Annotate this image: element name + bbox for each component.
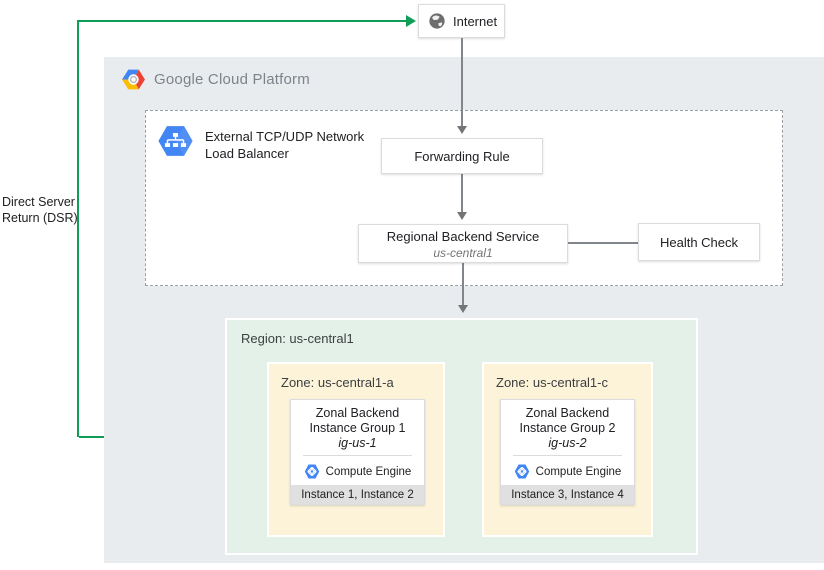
dsr-path-top-line bbox=[79, 20, 408, 22]
dsr-label: Direct Server Return (DSR) bbox=[2, 194, 78, 226]
gcp-logo: Google Cloud Platform bbox=[121, 68, 310, 91]
dsr-arrowhead-icon bbox=[406, 15, 416, 27]
dsr-label-line2: Return (DSR) bbox=[2, 211, 78, 225]
compute-engine-label-2: Compute Engine bbox=[535, 465, 622, 478]
instance-group-1-name: ig-us-1 bbox=[338, 436, 377, 450]
internet-node: Internet bbox=[418, 4, 505, 38]
globe-icon bbox=[428, 12, 446, 30]
zone-c-label: Zone: us-central1-c bbox=[496, 375, 608, 390]
load-balancer-title-line1: External TCP/UDP Network bbox=[205, 129, 365, 144]
load-balancer-title: External TCP/UDP Network Load Balancer bbox=[205, 125, 364, 162]
health-check-label: Health Check bbox=[659, 234, 739, 250]
load-balancer-title-line2: Load Balancer bbox=[205, 146, 289, 161]
health-check-node: Health Check bbox=[638, 223, 760, 261]
gcp-hexagon-logo-icon bbox=[121, 68, 146, 91]
zone-a-label: Zone: us-central1-a bbox=[281, 375, 394, 390]
instance-group-1-title: Zonal Backend Instance Group 1 bbox=[291, 406, 424, 436]
compute-engine-row-1: Compute Engine bbox=[291, 464, 424, 479]
divider bbox=[513, 455, 622, 456]
backend-service-region-label: us-central1 bbox=[433, 245, 493, 260]
instance-group-2-title-line1: Zonal Backend bbox=[525, 406, 610, 420]
instance-group-1-instances: Instance 1, Instance 2 bbox=[291, 485, 424, 504]
compute-engine-icon bbox=[514, 464, 530, 479]
arrowhead-forwarding-icon bbox=[457, 126, 467, 134]
compute-engine-row-2: Compute Engine bbox=[501, 464, 634, 479]
instance-group-2-name: ig-us-2 bbox=[548, 436, 587, 450]
divider bbox=[303, 455, 412, 456]
forwarding-rule-label: Forwarding Rule bbox=[414, 148, 510, 164]
instance-group-2-title-line2: Instance Group 2 bbox=[519, 421, 616, 435]
dsr-path-vertical-line bbox=[77, 20, 79, 437]
dsr-label-line1: Direct Server bbox=[2, 195, 75, 209]
arrowhead-region-icon bbox=[458, 305, 468, 313]
arrow-backend-to-region bbox=[462, 263, 464, 305]
health-check-connector-line bbox=[568, 242, 638, 244]
arrow-internet-to-forwarding bbox=[461, 38, 463, 126]
instance-group-2-instances: Instance 3, Instance 4 bbox=[501, 485, 634, 504]
compute-engine-label-1: Compute Engine bbox=[325, 465, 412, 478]
backend-service-label: Regional Backend Service bbox=[386, 228, 540, 244]
instance-group-2-title: Zonal Backend Instance Group 2 bbox=[501, 406, 634, 436]
instance-group-2-card: Zonal Backend Instance Group 2 ig-us-2 C… bbox=[500, 399, 635, 505]
region-label: Region: us-central1 bbox=[241, 331, 354, 346]
instance-group-1-title-line2: Instance Group 1 bbox=[309, 421, 406, 435]
load-balancer-hexagon-icon bbox=[157, 125, 194, 157]
instance-group-1-title-line1: Zonal Backend bbox=[315, 406, 400, 420]
load-balancer-header: External TCP/UDP Network Load Balancer bbox=[157, 125, 364, 162]
backend-service-node: Regional Backend Service us-central1 bbox=[358, 224, 568, 263]
gcp-logo-text: Google Cloud Platform bbox=[154, 71, 310, 88]
arrowhead-backend-icon bbox=[457, 212, 467, 220]
arrow-forwarding-to-backend bbox=[461, 174, 463, 212]
forwarding-rule-node: Forwarding Rule bbox=[381, 138, 543, 174]
instance-group-1-card: Zonal Backend Instance Group 1 ig-us-1 C… bbox=[290, 399, 425, 505]
compute-engine-icon bbox=[304, 464, 320, 479]
internet-label: Internet bbox=[453, 13, 498, 29]
